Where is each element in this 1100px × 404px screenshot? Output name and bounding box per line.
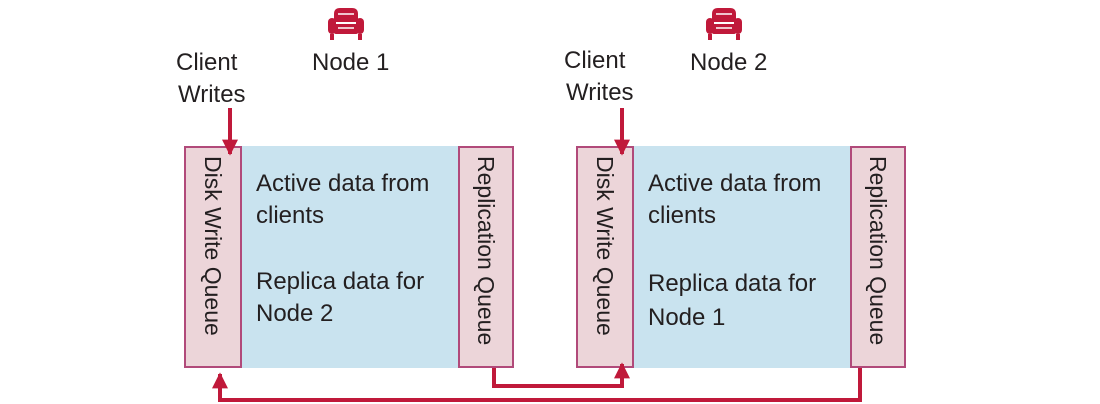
armchair-icon xyxy=(706,8,742,40)
node2-title: Node 2 xyxy=(690,49,768,76)
node1-active-line2: clients xyxy=(256,202,325,229)
node2-active-line1: Active data from xyxy=(648,170,822,197)
node2-disk-write-queue: Disk Write Queue xyxy=(576,146,634,368)
node1-replica-line2: Node 2 xyxy=(256,300,334,327)
node2-replication-queue-label: Replication Queue xyxy=(865,156,891,346)
replication-arrow-node1-to-node2 xyxy=(492,362,630,388)
node2-disk-write-queue-label: Disk Write Queue xyxy=(592,156,618,336)
node1-replication-queue: Replication Queue xyxy=(458,146,514,368)
node1-replication-queue-label: Replication Queue xyxy=(473,156,499,346)
node2-data-area: Active data from clients Replica data fo… xyxy=(632,146,850,368)
node1-data-area: Active data from clients Replica data fo… xyxy=(240,146,458,368)
node2-replica-line2: Node 1 xyxy=(648,304,726,331)
node1-replica-line1: Replica data for xyxy=(256,268,425,295)
node2-replication-queue: Replication Queue xyxy=(850,146,906,368)
writes-label: Writes xyxy=(566,79,634,106)
node1-disk-write-queue-label: Disk Write Queue xyxy=(200,156,226,336)
node2-active-line2: clients xyxy=(648,202,717,229)
replication-arrow-node2-to-node1 xyxy=(212,368,862,402)
writes-label: Writes xyxy=(178,81,246,108)
armchair-icon xyxy=(328,8,364,40)
node1-disk-write-queue: Disk Write Queue xyxy=(184,146,242,368)
client-label: Client xyxy=(564,47,626,74)
node1-active-line1: Active data from xyxy=(256,170,430,197)
client-label: Client xyxy=(176,49,238,76)
node1-title: Node 1 xyxy=(312,49,390,76)
node2-replica-line1: Replica data for xyxy=(648,270,817,297)
